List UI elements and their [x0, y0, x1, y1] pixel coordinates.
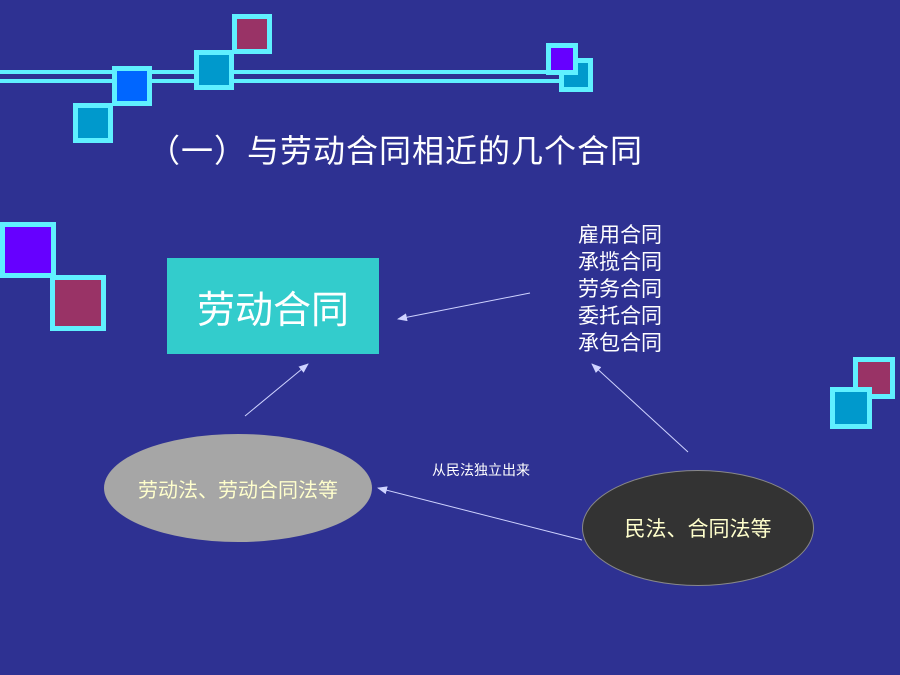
labor-contract-box: 劳动合同 — [167, 258, 379, 354]
arrow-civil-law-to-list — [591, 363, 689, 453]
list-item: 雇用合同 — [578, 223, 662, 247]
labor-contract-label: 劳动合同 — [196, 287, 349, 332]
decorative-square — [0, 222, 56, 278]
arrow-labor-law-to-labor-contract — [244, 363, 309, 417]
decorative-square — [194, 50, 234, 90]
arrow-list-to-labor-contract — [397, 292, 531, 322]
list-item: 劳务合同 — [578, 277, 662, 301]
decorative-square — [112, 66, 152, 106]
arrow-civil-law-to-labor-law — [377, 486, 583, 541]
labor-law-label: 劳动法、劳动合同法等 — [138, 477, 338, 502]
decorative-line-bottom — [0, 79, 570, 83]
decorative-square — [546, 43, 578, 75]
list-item: 承包合同 — [578, 331, 662, 355]
relation-label: 从民法独立出来 — [432, 463, 530, 479]
slide-title: （一）与劳动合同相近的几个合同 — [148, 132, 644, 170]
list-item: 委托合同 — [578, 304, 662, 328]
labor-law-ellipse: 劳动法、劳动合同法等 — [104, 434, 372, 542]
decorative-square — [73, 103, 113, 143]
related-contracts-list: 雇用合同 承揽合同 劳务合同 委托合同 承包合同 — [578, 222, 662, 357]
decorative-square — [50, 275, 106, 331]
list-item: 承揽合同 — [578, 250, 662, 274]
civil-law-ellipse: 民法、合同法等 — [582, 470, 814, 586]
decorative-line-top — [0, 70, 570, 74]
decorative-square — [853, 357, 895, 399]
decorative-square — [232, 14, 272, 54]
decorative-square — [830, 387, 872, 429]
civil-law-label: 民法、合同法等 — [624, 517, 772, 541]
